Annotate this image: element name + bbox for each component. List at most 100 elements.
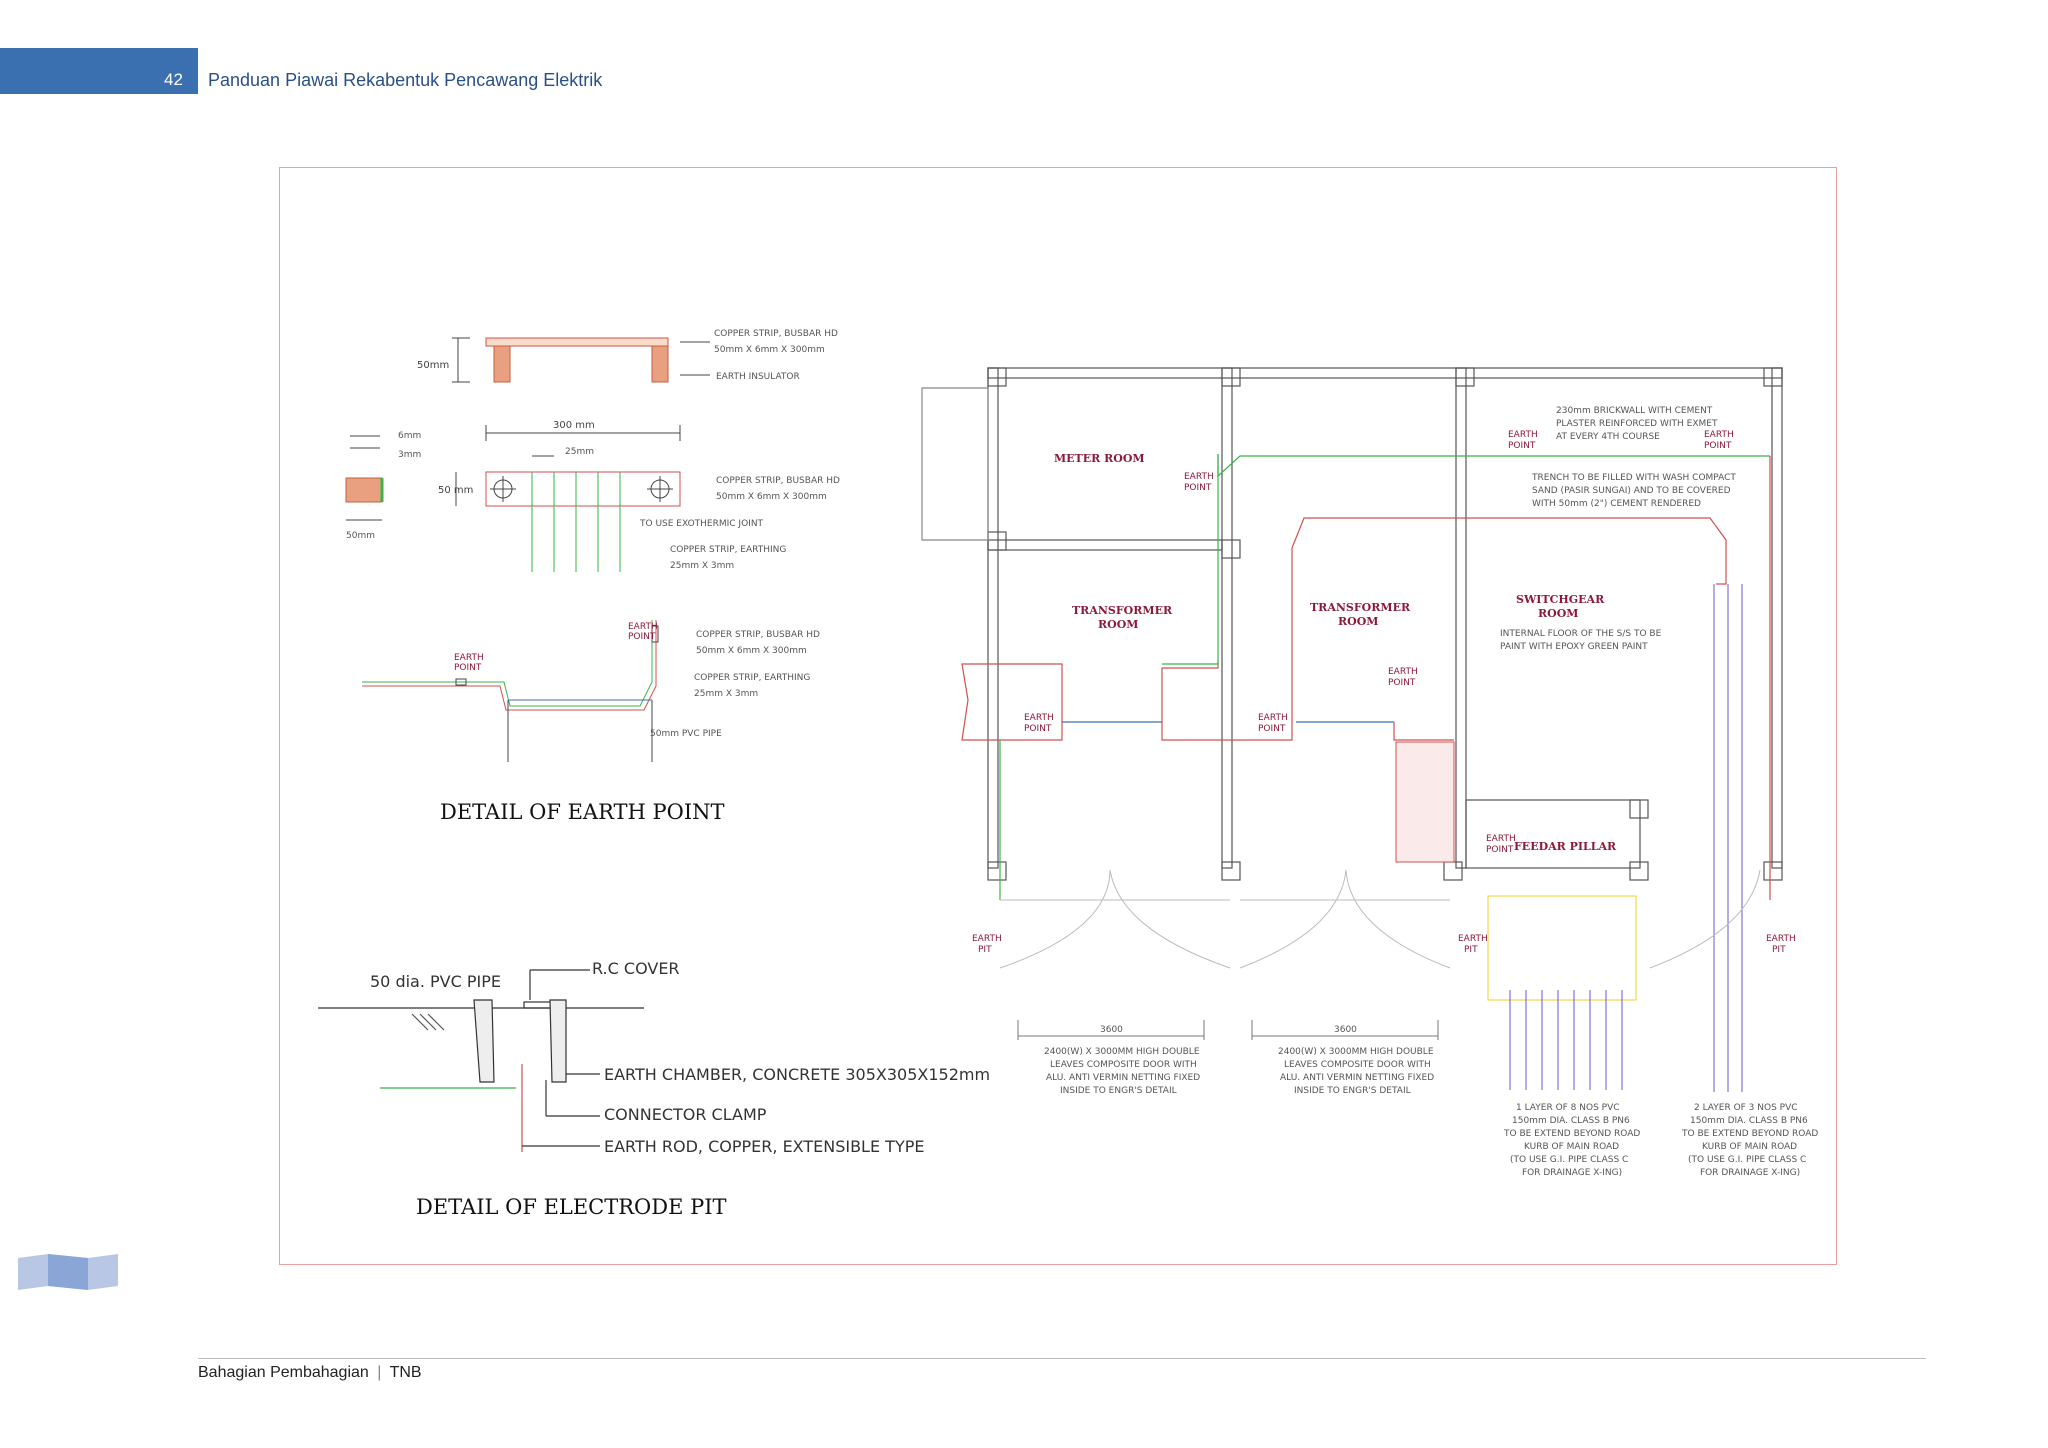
label-busbar-2: COPPER STRIP, BUSBAR HD: [716, 476, 840, 486]
label-pvc-pipe-dia: 50 dia. PVC PIPE: [370, 972, 501, 991]
label-pvc-pipe: 50mm PVC PIPE: [650, 729, 722, 739]
fp-earth-6b: POINT: [1704, 441, 1732, 451]
dim-50mm: 50mm: [417, 360, 449, 371]
electrode-pit-detail-title: DETAIL OF ELECTRODE PIT: [416, 1195, 727, 1219]
note-floor-1: INTERNAL FLOOR OF THE S/S TO BE: [1500, 629, 1662, 639]
pvc8-note-5: (TO USE G.I. PIPE CLASS C: [1510, 1155, 1628, 1165]
earth-busbar-detail: [452, 337, 710, 383]
electrode-pit-drawing: [318, 969, 644, 1152]
earth-point-label-d: POINT: [628, 632, 656, 642]
pvc8-note-4: KURB OF MAIN ROAD: [1524, 1142, 1619, 1152]
fp-earth-3a: EARTH: [1258, 713, 1288, 723]
label-busbar-1: COPPER STRIP, BUSBAR HD: [714, 329, 838, 339]
door-note-b3: ALU. ANTI VERMIN NETTING FIXED: [1280, 1073, 1434, 1083]
fp-pit-3b: PIT: [1772, 945, 1786, 955]
room-label-switchgear-a: SWITCHGEAR: [1516, 593, 1605, 606]
room-label-transformer-1a: TRANSFORMER: [1072, 604, 1173, 617]
label-earthing-1: COPPER STRIP, EARTHING: [670, 545, 786, 555]
fp-earth-4a: EARTH: [1388, 667, 1418, 677]
pvc8-note-1: 1 LAYER OF 8 NOS PVC: [1516, 1103, 1620, 1113]
label-busbar-1-size: 50mm X 6mm X 300mm: [714, 345, 825, 355]
dim-6mm: 6mm: [398, 431, 421, 441]
note-trench-2: SAND (PASIR SUNGAI) AND TO BE COVERED: [1532, 486, 1731, 496]
fp-pit-1b: PIT: [978, 945, 992, 955]
footer-company: TNB: [389, 1364, 422, 1381]
pvc3-note-4: KURB OF MAIN ROAD: [1702, 1142, 1797, 1152]
fp-earth-2a: EARTH: [1024, 713, 1054, 723]
door-note-a4: INSIDE TO ENGR'S DETAIL: [1060, 1086, 1177, 1096]
pvc3-note-3: TO BE EXTEND BEYOND ROAD: [1681, 1129, 1818, 1139]
fp-pit-2b: PIT: [1464, 945, 1478, 955]
fp-earth-1b: POINT: [1184, 483, 1212, 493]
fp-earth-3b: POINT: [1258, 724, 1286, 734]
fp-earth-4b: POINT: [1388, 678, 1416, 688]
room-label-transformer-2b: ROOM: [1338, 615, 1378, 628]
room-label-transformer-2a: TRANSFORMER: [1310, 601, 1411, 614]
page-number: 42: [164, 70, 183, 89]
earth-strip-plan: [345, 425, 681, 572]
dim-3600-a: 3600: [1100, 1025, 1123, 1035]
door-arcs: [999, 869, 1761, 969]
label-earth-chamber: EARTH CHAMBER, CONCRETE 305X305X152mm: [604, 1065, 990, 1084]
fp-earth-5b: POINT: [1508, 441, 1536, 451]
room-label-feeder-pillar: FEEDAR PILLAR: [1514, 840, 1617, 853]
pvc3-note-1: 2 LAYER OF 3 NOS PVC: [1694, 1103, 1798, 1113]
footer-separator: |: [377, 1364, 382, 1381]
cable-ducts: [1487, 584, 1743, 1092]
label-connector-clamp: CONNECTOR CLAMP: [604, 1105, 767, 1124]
note-trench-1: TRENCH TO BE FILLED WITH WASH COMPACT: [1531, 473, 1736, 483]
pvc8-note-2: 150mm DIA. CLASS B PN6: [1512, 1116, 1630, 1126]
page-decoration: [18, 1254, 118, 1290]
label-earth-insulator: EARTH INSULATOR: [716, 372, 800, 382]
room-label-meter: METER ROOM: [1054, 452, 1145, 465]
note-brickwall-2: PLASTER REINFORCED WITH EXMET: [1556, 419, 1718, 429]
dim-300mm: 300 mm: [553, 420, 595, 431]
earth-point-label-b: POINT: [454, 663, 482, 673]
drawing-frame: [279, 167, 1837, 1265]
pvc3-note-2: 150mm DIA. CLASS B PN6: [1690, 1116, 1808, 1126]
earth-point-label-c: EARTH: [628, 622, 658, 632]
page-footer: Bahagian Pembahagian | TNB: [198, 1364, 422, 1382]
pvc8-note-3: TO BE EXTEND BEYOND ROAD: [1503, 1129, 1640, 1139]
page-header-title: Panduan Piawai Rekabentuk Pencawang Elek…: [208, 70, 603, 90]
header-bar: [0, 48, 198, 94]
label-exothermic: TO USE EXOTHERMIC JOINT: [639, 519, 764, 529]
note-trench-3: WITH 50mm (2") CEMENT RENDERED: [1532, 499, 1701, 509]
label-earthing-2-size: 25mm X 3mm: [694, 689, 758, 699]
label-earthing-1-size: 25mm X 3mm: [670, 561, 734, 571]
dim-50-mm: 50 mm: [438, 485, 473, 496]
label-earthing-2: COPPER STRIP, EARTHING: [694, 673, 810, 683]
fp-pit-1a: EARTH: [972, 934, 1002, 944]
door-note-b2: LEAVES COMPOSITE DOOR WITH: [1284, 1060, 1431, 1070]
dim-3mm: 3mm: [398, 450, 421, 460]
dim-25mm: 25mm: [565, 447, 594, 457]
note-brickwall-1: 230mm BRICKWALL WITH CEMENT: [1556, 406, 1713, 416]
door-note-a2: LEAVES COMPOSITE DOOR WITH: [1050, 1060, 1197, 1070]
fp-earth-5a: EARTH: [1508, 430, 1538, 440]
fp-earth-7b: POINT: [1486, 845, 1514, 855]
label-rc-cover: R.C COVER: [592, 959, 680, 978]
room-label-switchgear-b: ROOM: [1538, 607, 1578, 620]
pvc3-note-5: (TO USE G.I. PIPE CLASS C: [1688, 1155, 1806, 1165]
dim-50mm-b: 50mm: [346, 531, 375, 541]
fp-earth-7a: EARTH: [1486, 834, 1516, 844]
door-note-b1: 2400(W) X 3000MM HIGH DOUBLE: [1278, 1047, 1434, 1057]
door-note-a3: ALU. ANTI VERMIN NETTING FIXED: [1046, 1073, 1200, 1083]
fp-earth-6a: EARTH: [1704, 430, 1734, 440]
room-label-transformer-1b: ROOM: [1098, 618, 1138, 631]
pvc8-note-6: FOR DRAINAGE X-ING): [1522, 1168, 1622, 1178]
fp-pit-2a: EARTH: [1458, 934, 1488, 944]
footer-department: Bahagian Pembahagian: [198, 1364, 369, 1381]
earth-point-label-a: EARTH: [454, 653, 484, 663]
footer-rule: [198, 1358, 1926, 1359]
label-earth-rod: EARTH ROD, COPPER, EXTENSIBLE TYPE: [604, 1137, 924, 1156]
earth-trench: [999, 454, 1771, 900]
label-busbar-2-size: 50mm X 6mm X 300mm: [716, 492, 827, 502]
floor-plan-walls: [921, 367, 1783, 881]
dim-3600-b: 3600: [1334, 1025, 1357, 1035]
label-busbar-3-size: 50mm X 6mm X 300mm: [696, 646, 807, 656]
pvc3-note-6: FOR DRAINAGE X-ING): [1700, 1168, 1800, 1178]
note-brickwall-3: AT EVERY 4TH COURSE: [1556, 432, 1660, 442]
fp-earth-2b: POINT: [1024, 724, 1052, 734]
